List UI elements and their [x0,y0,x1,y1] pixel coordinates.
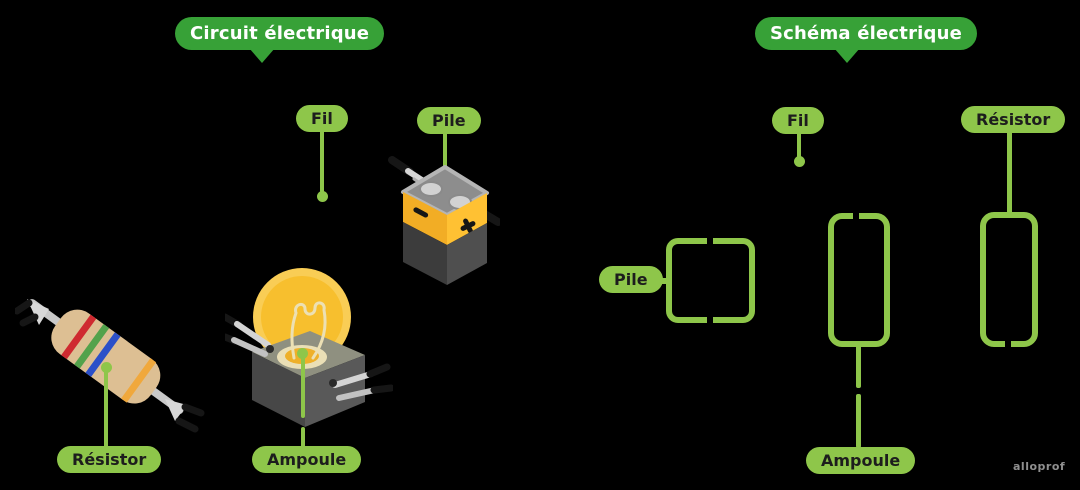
wire-notch [853,210,859,220]
pointer-dot-ampoule-circuit [297,348,308,359]
pointer-line-pile-circuit [443,132,447,184]
label-resistor-schema: Résistor [961,106,1066,133]
pointer-line-ampoule-circuit [301,427,305,448]
resistor-illustration [15,299,205,433]
pointer-dot-resistor-circuit [101,362,112,373]
label-fil-circuit: Fil [296,105,348,132]
bulb-illustration [225,268,393,427]
pointer-line-fil-circuit [320,130,324,193]
wire-notch [707,316,713,326]
label-pile-schema: Pile [599,266,663,293]
pointer-line-resistor-circuit [104,370,108,448]
pile-symbol-frame [666,238,755,323]
title-tail-schema [834,48,860,63]
title-tail-circuit [249,48,275,63]
pointer-line-ampoule-circuit [301,355,305,418]
pointer-line-fil-schema [797,131,801,159]
label-ampoule-schema: Ampoule [806,447,916,474]
label-resistor-circuit: Résistor [57,446,162,473]
resistor-symbol-frame [980,212,1038,347]
label-pile-circuit: Pile [417,107,481,134]
label-fil-schema: Fil [772,107,824,134]
pointer-line-resistor-schema [1007,131,1012,216]
pointer-dot-fil-schema [794,156,805,167]
label-ampoule-circuit: Ampoule [252,446,362,473]
section-title-circuit: Circuit électrique [175,17,385,50]
pointer-dot-fil-circuit [317,191,328,202]
watermark-logo: alloprof [1013,460,1066,473]
battery-illustration [388,156,500,285]
wire-notch [1005,340,1011,350]
pointer-line-ampoule-schema [856,345,861,388]
section-title-schema: Schéma électrique [755,17,978,50]
wire-notch [707,235,713,245]
pointer-line-ampoule-schema [856,394,861,448]
ampoule-symbol-frame [828,213,890,347]
label-connector-pile [652,278,670,284]
